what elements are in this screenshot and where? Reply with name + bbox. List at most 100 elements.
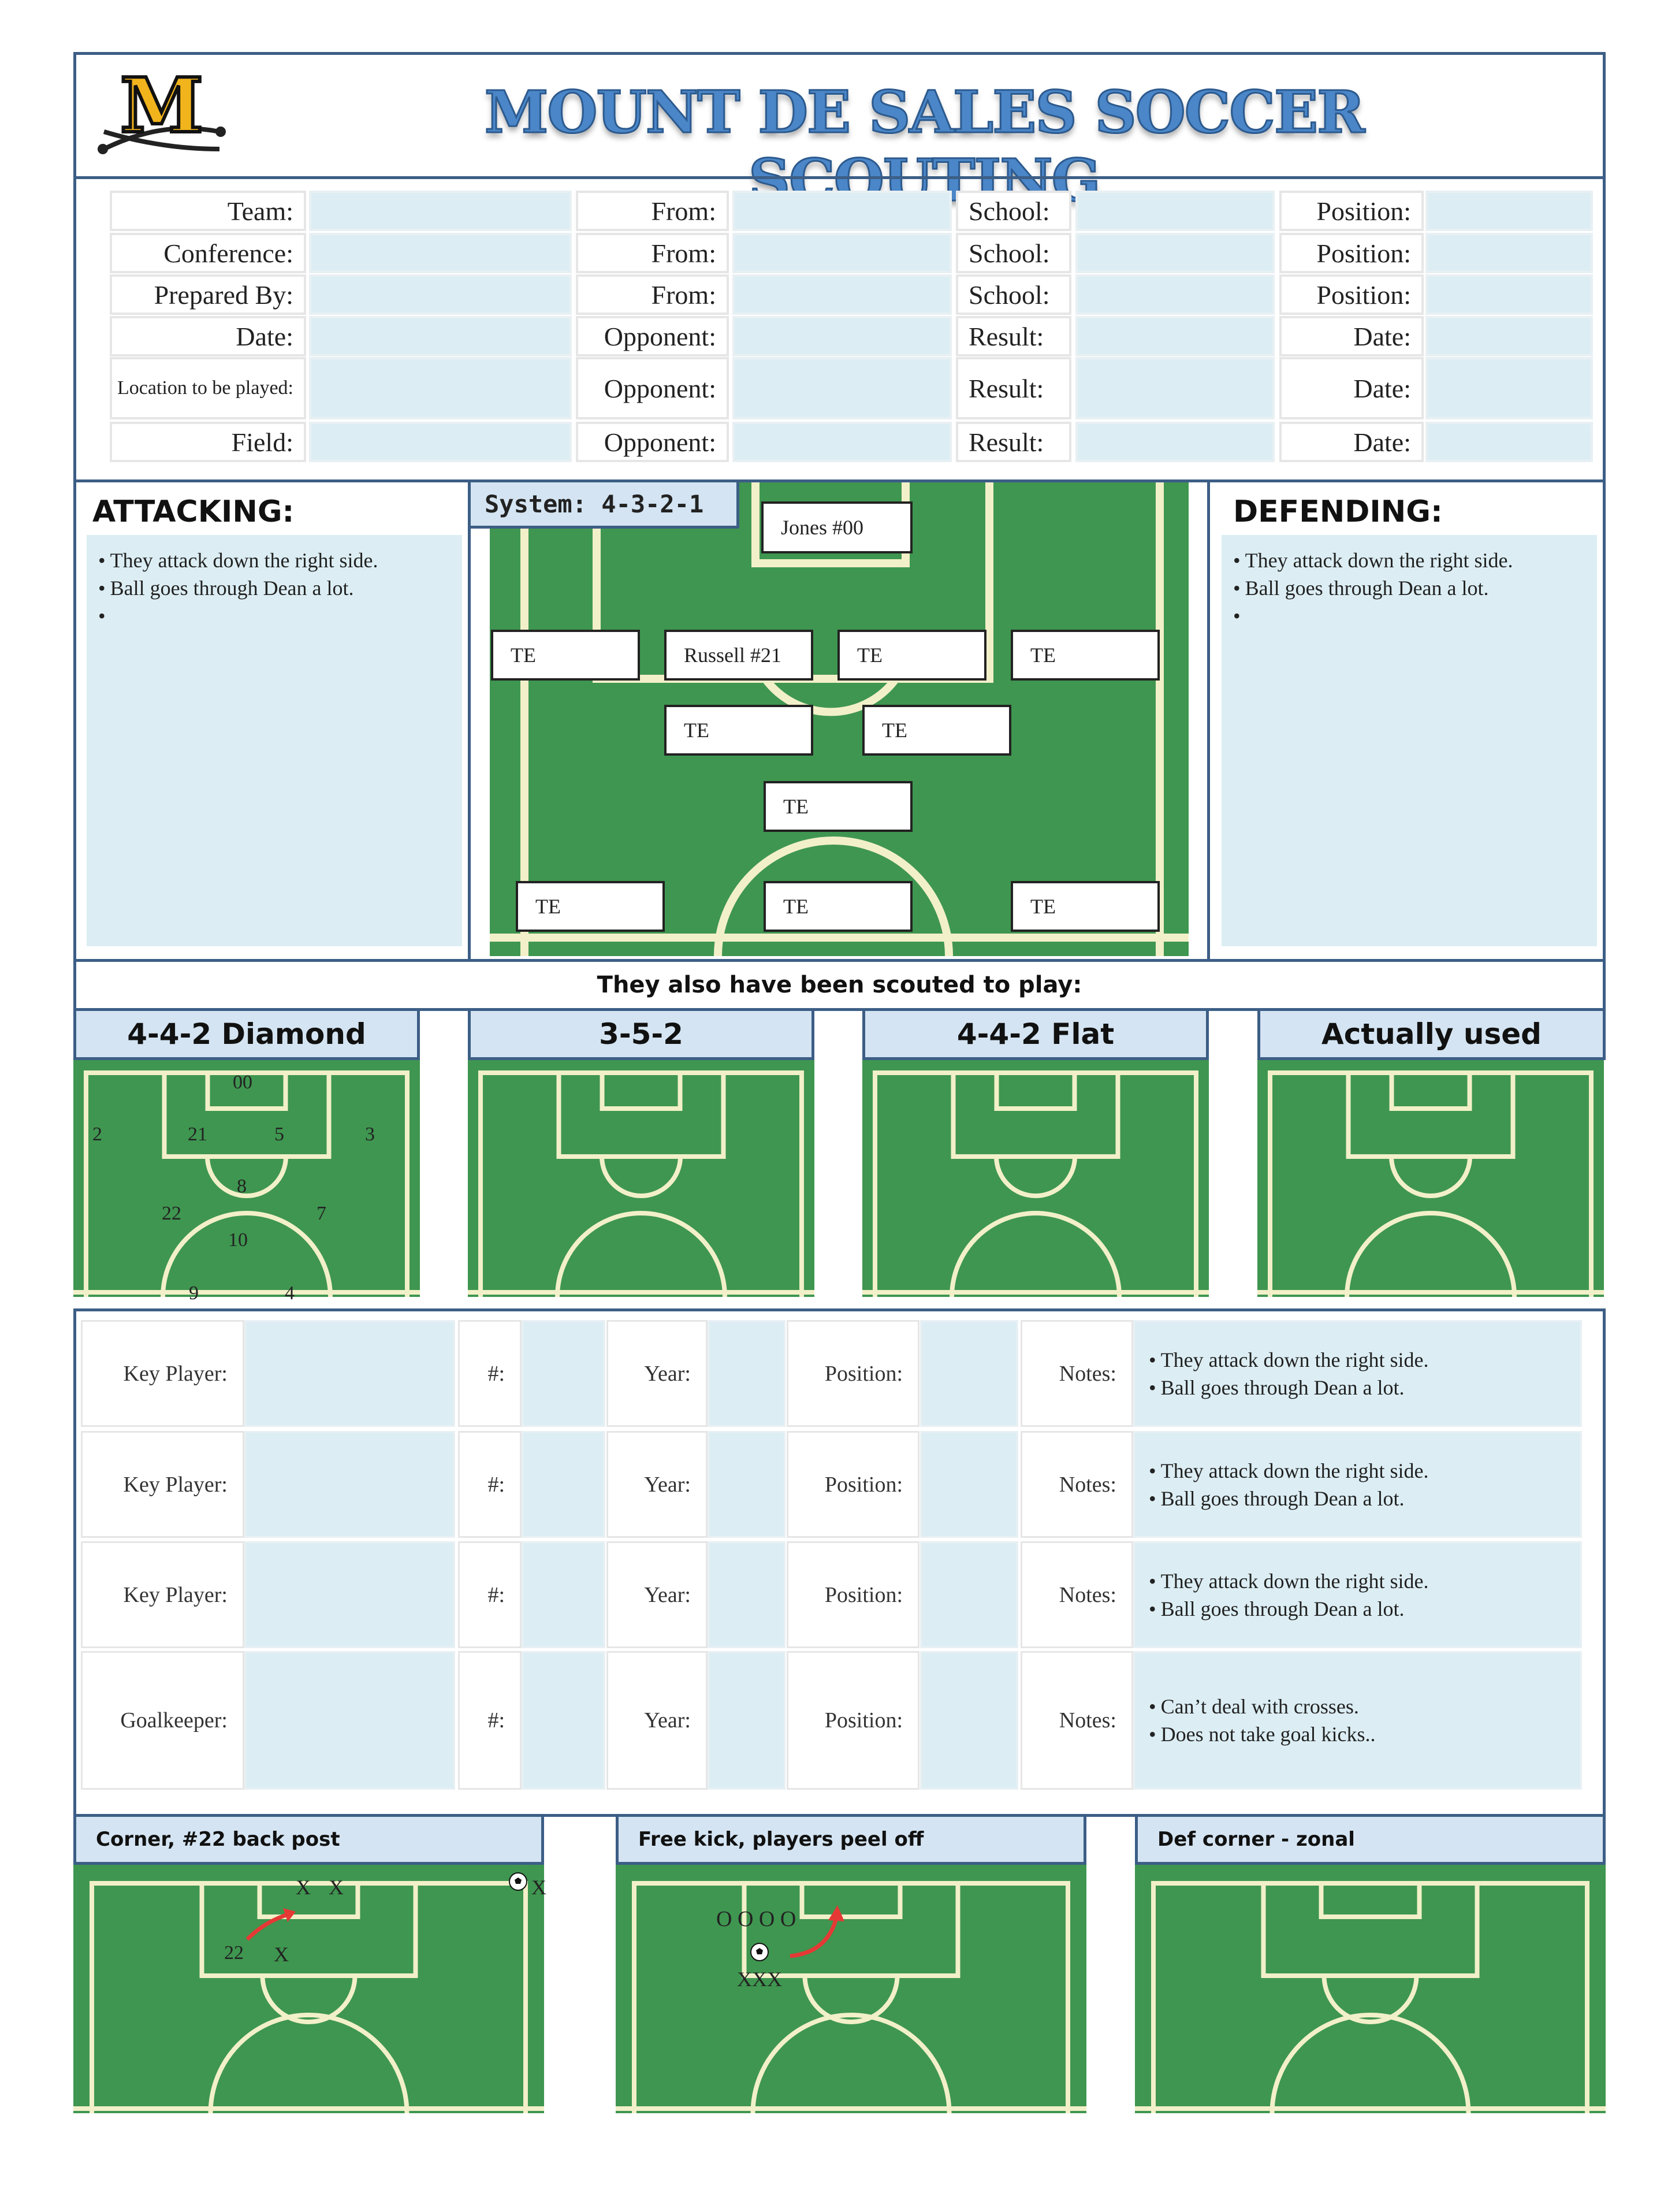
- setpiece-header-2: Free kick, players peel off: [616, 1814, 1086, 1865]
- keyplayer-note: They attack down the right side.: [1149, 1457, 1429, 1485]
- info-field-col4-3[interactable]: [1425, 316, 1593, 356]
- info-field-col4-4[interactable]: [1425, 357, 1593, 419]
- keyplayer-field[interactable]: [244, 1541, 455, 1648]
- keyplayer-field[interactable]: [244, 1431, 455, 1538]
- info-field-col2-0[interactable]: [732, 191, 952, 231]
- school-logo: M: [92, 60, 231, 169]
- info-field-col3-5[interactable]: [1075, 422, 1275, 462]
- keyplayer-field[interactable]: [708, 1431, 785, 1538]
- info-field-col1-5[interactable]: [309, 422, 572, 462]
- info-field-col3-4[interactable]: [1075, 357, 1275, 419]
- info-field-col2-3[interactable]: [732, 316, 952, 356]
- info-field-col3-2[interactable]: [1075, 274, 1275, 315]
- player-box-r1-4[interactable]: TE: [1011, 630, 1160, 681]
- keyplayer-field[interactable]: [522, 1320, 605, 1427]
- keyplayer-field[interactable]: [244, 1320, 455, 1427]
- defending-bullet: [1233, 602, 1585, 630]
- diamond-number-4: 4: [285, 1282, 295, 1304]
- info-label-col4-3: Date:: [1279, 316, 1424, 356]
- player-box-r4-3[interactable]: TE: [1011, 881, 1160, 932]
- corner-ball-icon: [508, 1872, 528, 1891]
- keyplayer-label-label: Key Player:: [81, 1541, 244, 1648]
- keyplayer-notes[interactable]: Can’t deal with crosses.Does not take go…: [1133, 1651, 1582, 1790]
- keyplayer-field[interactable]: [522, 1541, 605, 1648]
- keyplayer-field[interactable]: [920, 1541, 1018, 1648]
- keyplayer-notes-list: They attack down the right side.Ball goe…: [1149, 1457, 1429, 1512]
- formation-header-4: Actually used: [1257, 1008, 1606, 1060]
- diamond-number-22: 22: [162, 1203, 181, 1224]
- info-label-col2-2: From:: [576, 274, 729, 315]
- diamond-number-7: 7: [317, 1203, 326, 1224]
- keyplayer-notes[interactable]: They attack down the right side.Ball goe…: [1133, 1431, 1582, 1538]
- info-label-col2-1: From:: [576, 233, 729, 273]
- info-label-col3-1: School:: [956, 233, 1071, 273]
- player-box-gk[interactable]: Jones #00: [761, 501, 913, 553]
- info-field-col4-5[interactable]: [1425, 422, 1593, 462]
- keyplayer-notes_label-label: Notes:: [1021, 1651, 1133, 1790]
- attacking-notes: They attack down the right side.Ball goe…: [87, 535, 462, 946]
- keyplayer-field[interactable]: [522, 1651, 605, 1790]
- keyplayer-field[interactable]: [920, 1651, 1018, 1790]
- info-field-col2-4[interactable]: [732, 357, 952, 419]
- column-divider-right: [1207, 479, 1210, 962]
- info-field-col3-0[interactable]: [1075, 191, 1275, 231]
- keyplayer-note: Ball goes through Dean a lot.: [1149, 1595, 1428, 1623]
- keyplayer-notes_label-label: Notes:: [1021, 1431, 1133, 1538]
- player-box-r3-1[interactable]: TE: [764, 781, 913, 832]
- info-label-col2-5: Opponent:: [576, 422, 729, 462]
- info-label-col4-0: Position:: [1279, 191, 1424, 231]
- info-field-col3-3[interactable]: [1075, 316, 1275, 356]
- keyplayer-note: They attack down the right side.: [1149, 1346, 1429, 1374]
- diamond-number-21: 21: [188, 1124, 207, 1145]
- keyplayer-notes[interactable]: They attack down the right side.Ball goe…: [1133, 1320, 1582, 1427]
- keyplayer-field[interactable]: [920, 1431, 1018, 1538]
- corner-arrow-icon: [243, 1904, 300, 1944]
- keyplayer-num-label: #:: [458, 1431, 522, 1538]
- scouted-title-frame: [73, 959, 1606, 1011]
- player-box-r4-2[interactable]: TE: [764, 881, 913, 932]
- keyplayer-field[interactable]: [244, 1651, 455, 1790]
- keyplayer-position-label: Position:: [787, 1541, 919, 1648]
- info-field-col4-0[interactable]: [1425, 191, 1593, 231]
- info-label-col1-1: Conference:: [110, 233, 306, 273]
- info-label-col4-2: Position:: [1279, 274, 1424, 315]
- info-field-col2-1[interactable]: [732, 233, 952, 273]
- info-field-col2-2[interactable]: [732, 274, 952, 315]
- player-box-r2-2[interactable]: TE: [862, 705, 1011, 756]
- player-box-r4-1[interactable]: TE: [516, 881, 665, 932]
- player-box-r2-1[interactable]: TE: [664, 705, 813, 756]
- keyplayer-field[interactable]: [708, 1541, 785, 1648]
- column-divider-left: [468, 479, 471, 962]
- defending-bullet: They attack down the right side.: [1233, 547, 1585, 574]
- info-field-col3-1[interactable]: [1075, 233, 1275, 273]
- corner-mark-xx: X X: [296, 1876, 344, 1899]
- player-box-r1-1[interactable]: TE: [491, 630, 640, 681]
- system-label: System: 4-3-2-1: [468, 479, 739, 529]
- formation-pitch-1: [73, 1060, 420, 1311]
- player-box-r1-3[interactable]: TE: [837, 630, 986, 681]
- page-title: MOUNT DE SALES SOCCER SCOUTING: [483, 77, 1366, 215]
- corner-mark-x-22: X: [274, 1943, 289, 1966]
- defending-notes: They attack down the right side.Ball goe…: [1222, 535, 1597, 946]
- attacking-bullet: [98, 602, 451, 630]
- keyplayer-field[interactable]: [920, 1320, 1018, 1427]
- info-field-col2-5[interactable]: [732, 422, 952, 462]
- info-field-col4-1[interactable]: [1425, 233, 1593, 273]
- info-field-col1-2[interactable]: [309, 274, 572, 315]
- keyplayer-notes[interactable]: They attack down the right side.Ball goe…: [1133, 1541, 1582, 1648]
- info-field-col1-0[interactable]: [309, 191, 572, 231]
- info-field-col1-3[interactable]: [309, 316, 572, 356]
- info-field-col4-2[interactable]: [1425, 274, 1593, 315]
- keyplayer-position-label: Position:: [787, 1651, 919, 1790]
- info-field-col1-4[interactable]: [309, 357, 572, 419]
- defending-title: DEFENDING:: [1233, 495, 1443, 529]
- keyplayer-field[interactable]: [708, 1320, 785, 1427]
- info-field-col1-1[interactable]: [309, 233, 572, 273]
- setpiece-pitch-3: [1135, 1865, 1606, 2127]
- info-label-col4-1: Position:: [1279, 233, 1424, 273]
- keyplayer-field[interactable]: [708, 1651, 785, 1790]
- info-label-col2-0: From:: [576, 191, 729, 231]
- keyplayer-num-label: #:: [458, 1651, 522, 1790]
- keyplayer-field[interactable]: [522, 1431, 605, 1538]
- player-box-r1-2[interactable]: Russell #21: [664, 630, 813, 681]
